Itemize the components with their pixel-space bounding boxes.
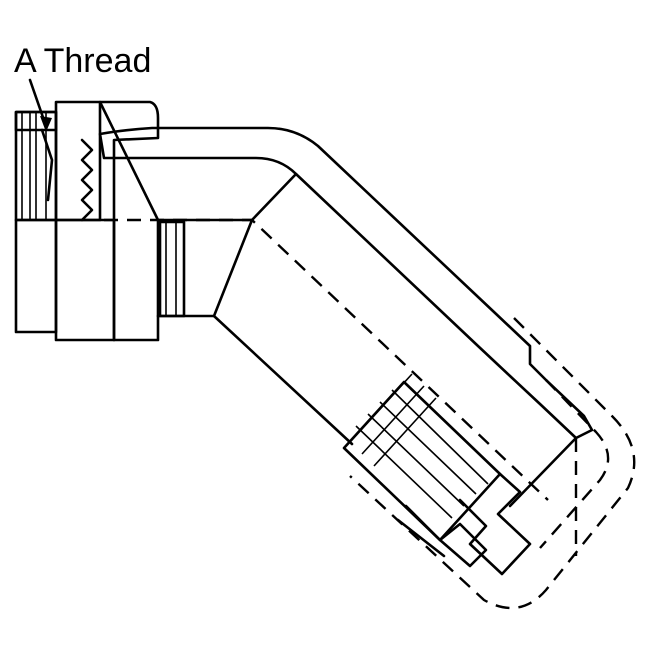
coupling-nut [14, 110, 58, 334]
a-thread-label: A Thread [14, 42, 151, 80]
clamp-tail [458, 472, 532, 576]
centerline [104, 218, 549, 501]
backshell-collar [98, 100, 160, 342]
insert-ring [158, 220, 186, 318]
envelope-outline [349, 317, 636, 610]
shell-body [156, 218, 254, 318]
angled-shell-wall [98, 126, 594, 440]
cable-clamp [342, 373, 502, 568]
